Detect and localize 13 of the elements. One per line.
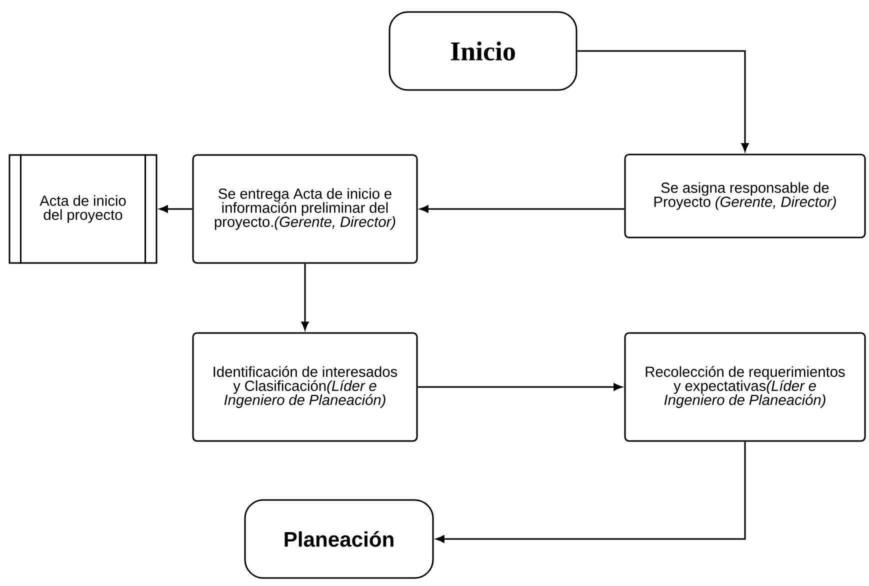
arrow bbox=[418, 383, 622, 391]
terminal-box: Inicio bbox=[388, 11, 578, 91]
predefined-process-box: Acta de inicio del proyecto bbox=[8, 154, 158, 264]
arrow bbox=[159, 205, 192, 213]
arrow bbox=[436, 442, 746, 543]
process-box: Se entrega Acta de inicio e información preliminar del proyecto.(Gerente, Director) bbox=[192, 154, 418, 264]
arrow bbox=[577, 50, 749, 152]
process-box: Se asigna responsable de Proyecto (Gerente, Director) bbox=[624, 154, 866, 238]
process-box: Recolección de requerimientos y expectativas(Líder e Ingeniero de Planeación) bbox=[624, 332, 866, 442]
terminal-box: Planeación bbox=[244, 499, 434, 579]
process-box: Identificación de interesados y Clasificación(Líder e Ingeniero de Planeación) bbox=[192, 332, 418, 442]
arrow bbox=[301, 264, 309, 330]
arrow bbox=[420, 205, 624, 213]
